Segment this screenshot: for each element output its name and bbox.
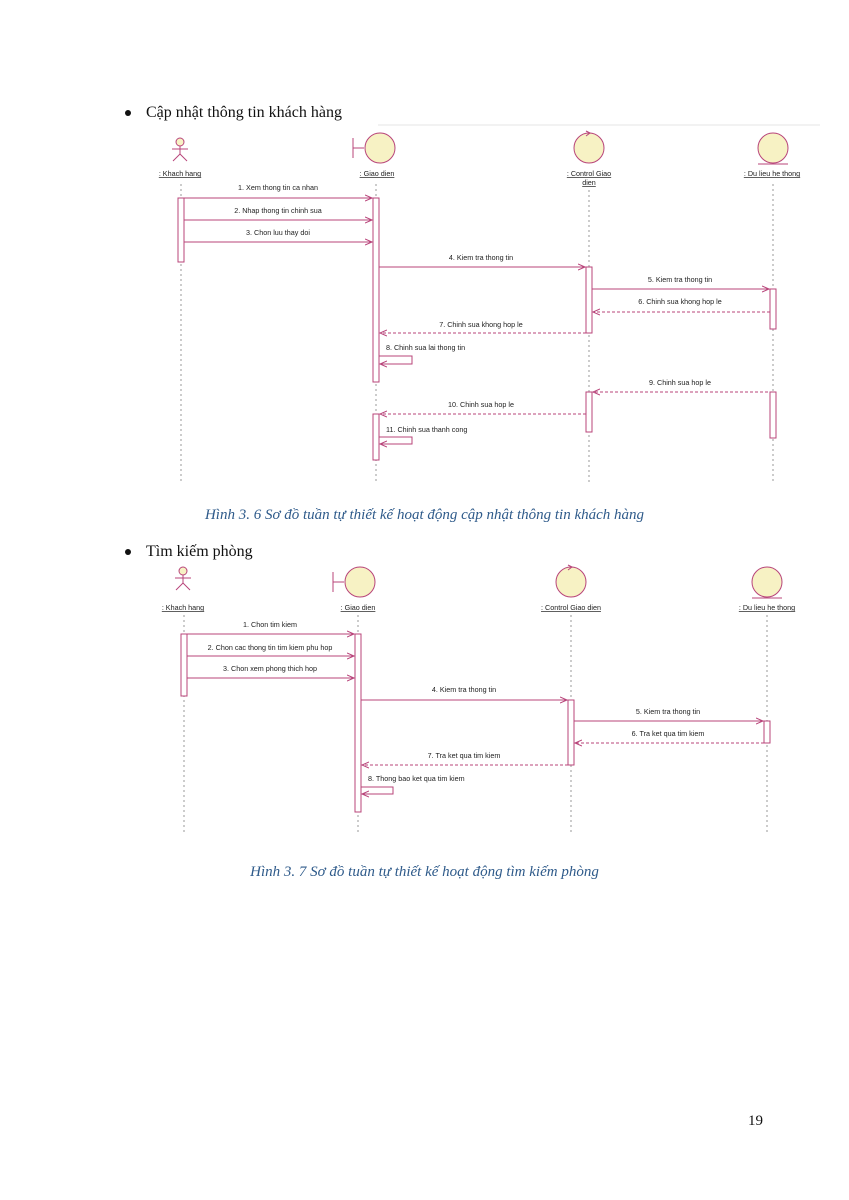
message-label: 3. Chon luu thay doi [246, 228, 310, 237]
actor-icon [172, 137, 188, 162]
figure-caption-3-6: Hình 3. 6 Sơ đồ tuần tự thiết kế hoạt độ… [204, 507, 645, 523]
message-label: 10. Chinh sua hop le [448, 400, 514, 409]
participant-label-entity: : Du lieu he thong [744, 169, 800, 178]
message-label: 2. Nhap thong tin chinh sua [234, 206, 322, 215]
control-icon [573, 130, 605, 164]
message-label: 6. Chinh sua khong hop le [638, 297, 722, 306]
message-label: 9. Chinh sua hop le [649, 378, 711, 387]
bullet-item-update-customer: Cập nhật thông tin khách hàng [125, 104, 342, 122]
message-label: 2. Chon cac thong tin tim kiem phu hop [208, 643, 333, 652]
participant-label-boundary: : Giao dien [360, 169, 395, 178]
message-label: 5. Kiem tra thong tin [636, 707, 700, 716]
participant-label-control-line2: dien [582, 178, 596, 187]
bullet-text: Cập nhật thông tin khách hàng [146, 104, 342, 121]
message-label: 1. Chon tim kiem [243, 620, 297, 629]
message-label: 11. Chinh sua thanh cong [386, 425, 467, 434]
message-label: 1. Xem thong tin ca nhan [238, 183, 318, 192]
activation-boxes [180, 633, 771, 813]
message-label: 4. Kiem tra thong tin [449, 253, 513, 262]
self-message-arrow [379, 436, 413, 444]
message-label: 8. Chinh sua lai thong tin [386, 343, 465, 352]
message-label: 3. Chon xem phong thich hop [223, 664, 317, 673]
participant-label-control: : Control Giao [567, 169, 611, 178]
bullet-dot [125, 110, 131, 116]
sequence-diagram-search-room: : Khach hang : Giao dien : Control Giao … [162, 564, 795, 832]
message-label: 6. Tra ket qua tim kiem [632, 729, 705, 738]
message-label: 7. Chinh sua khong hop le [439, 320, 523, 329]
message-label: 4. Kiem tra thong tin [432, 685, 496, 694]
entity-icon [751, 566, 783, 599]
activation-boxes [177, 197, 777, 461]
control-icon [555, 564, 587, 598]
participant-label-control: : Control Giao dien [541, 603, 601, 612]
message-label: 7. Tra ket qua tim kiem [428, 751, 501, 760]
participant-label-actor: : Khach hang [159, 169, 201, 178]
bullet-text: Tìm kiếm phòng [146, 543, 253, 560]
bullet-dot [125, 549, 131, 555]
message-label: 8. Thong bao ket qua tim kiem [368, 774, 465, 783]
self-message-arrow [361, 786, 394, 794]
actor-icon [175, 566, 191, 591]
figure-caption-3-7: Hình 3. 7 Sơ đồ tuần tự thiết kế hoạt độ… [250, 864, 599, 880]
self-message-arrow [379, 355, 413, 364]
page-number: 19 [748, 1113, 763, 1129]
participant-label-boundary: : Giao dien [341, 603, 376, 612]
participant-label-actor: : Khach hang [162, 603, 204, 612]
boundary-icon [332, 566, 376, 598]
bullet-item-search-room: Tìm kiếm phòng [125, 543, 253, 561]
lifelines [180, 184, 774, 482]
boundary-icon [352, 132, 396, 164]
participant-label-entity: : Du lieu he thong [739, 603, 795, 612]
sequence-diagram-update-customer: : Khach hang : Giao dien : Control Giao … [159, 124, 820, 482]
entity-icon [757, 132, 789, 165]
message-label: 5. Kiem tra thong tin [648, 275, 712, 284]
